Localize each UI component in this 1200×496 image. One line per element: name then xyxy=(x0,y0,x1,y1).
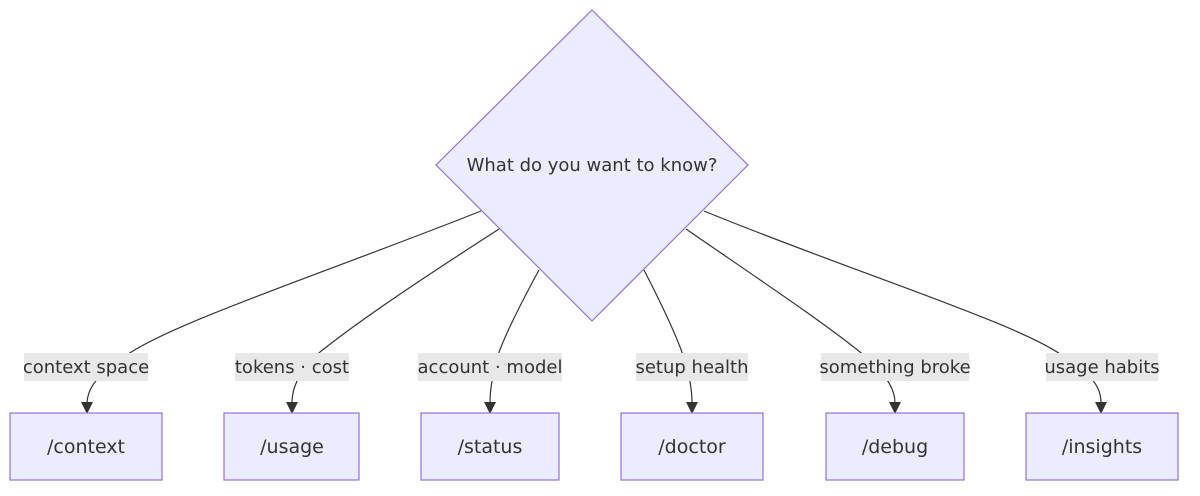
command-node-doctor[interactable]: /doctor xyxy=(620,412,764,481)
command-nodes: /context /usage /status /doctor /debug /… xyxy=(9,412,1179,481)
edge-label-doctor: setup health xyxy=(635,357,748,378)
edge-label-bg-status xyxy=(418,353,562,381)
arrowhead-usage xyxy=(286,402,298,414)
edge-to-doctor xyxy=(643,269,693,404)
edge-label-bg-insights xyxy=(1046,353,1158,381)
edge-label-usage: tokens · cost xyxy=(235,357,349,378)
decision-label: What do you want to know? xyxy=(467,155,718,176)
command-label-context: /context xyxy=(47,436,125,458)
command-label-insights: /insights xyxy=(1062,436,1142,458)
command-box-debug[interactable] xyxy=(825,412,965,481)
command-label-debug: /debug xyxy=(862,436,928,458)
edge-label-debug: something broke xyxy=(819,357,970,378)
arrowhead-context xyxy=(81,402,93,414)
command-box-context[interactable] xyxy=(9,412,163,481)
command-node-debug[interactable]: /debug xyxy=(825,412,965,481)
command-node-context[interactable]: /context xyxy=(9,412,163,481)
arrowhead-doctor xyxy=(686,402,698,414)
edge-to-debug xyxy=(685,228,896,404)
command-label-status: /status xyxy=(458,436,523,458)
edge-label-bg-debug xyxy=(821,353,969,381)
arrowhead-insights xyxy=(1095,402,1107,414)
command-label-usage: /usage xyxy=(260,436,324,458)
command-box-doctor[interactable] xyxy=(620,412,764,481)
edge-label-context: context space xyxy=(23,357,149,378)
edge-label-bg-doctor xyxy=(636,353,748,381)
edge-label-status: account · model xyxy=(418,357,563,378)
command-node-insights[interactable]: /insights xyxy=(1025,412,1179,481)
edge-label-bg-usage xyxy=(235,353,349,381)
arrowhead-status xyxy=(484,402,496,414)
decision-diamond xyxy=(435,9,749,322)
command-box-status[interactable] xyxy=(420,412,560,481)
command-node-status[interactable]: /status xyxy=(420,412,560,481)
edge-label-insights: usage habits xyxy=(1044,357,1159,378)
command-label-doctor: /doctor xyxy=(658,436,726,458)
command-node-usage[interactable]: /usage xyxy=(223,412,360,481)
command-box-usage[interactable] xyxy=(223,412,360,481)
command-box-insights[interactable] xyxy=(1025,412,1179,481)
arrowhead-debug xyxy=(889,402,901,414)
edge-to-usage xyxy=(291,228,500,404)
edge-label-bg-context xyxy=(24,353,148,381)
decision-node: What do you want to know? xyxy=(435,9,749,322)
edge-labels: context space tokens · cost account · mo… xyxy=(23,353,1160,381)
edge-to-status xyxy=(489,269,540,404)
